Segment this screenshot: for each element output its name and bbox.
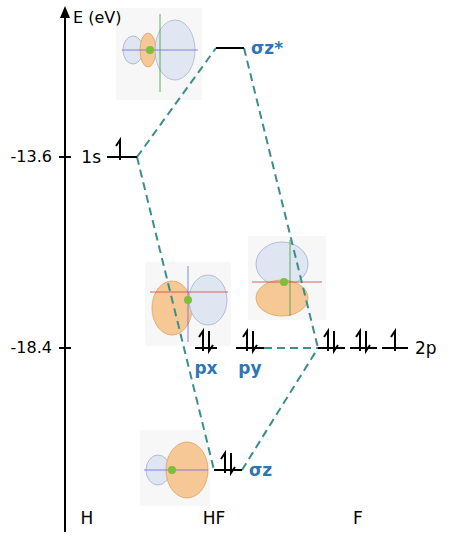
correlation-line	[244, 48, 318, 348]
level-line	[236, 326, 264, 356]
orbital-picture	[145, 262, 231, 346]
energy-level: px	[195, 326, 217, 356]
orbital-label: σz*	[251, 38, 283, 58]
orbital-picture	[116, 8, 202, 100]
electron-arrow	[366, 331, 370, 351]
energy-level: 1s	[107, 135, 137, 165]
correlation-line	[137, 157, 214, 470]
correlation-line	[137, 48, 216, 157]
orbital-picture	[140, 430, 210, 506]
electron-arrow	[221, 453, 225, 473]
orbital-label: px	[194, 358, 217, 378]
axis-arrowhead	[60, 6, 70, 18]
level-line	[318, 326, 408, 356]
electron-arrow	[391, 331, 395, 351]
axis-tick	[59, 347, 71, 349]
electron-arrow	[356, 331, 360, 351]
atom-label: F	[338, 508, 378, 528]
electron-arrow	[253, 331, 257, 351]
orbital-label: py	[238, 358, 261, 378]
tick-value: -13.6	[0, 147, 52, 167]
electron-arrow	[334, 331, 338, 351]
energy-level: 2p	[318, 326, 408, 356]
electron-arrow	[209, 331, 213, 351]
molecule-label: HF	[189, 508, 239, 528]
energy-axis	[64, 16, 66, 532]
level-line	[216, 26, 244, 56]
level-line	[107, 135, 137, 165]
electron-arrow	[231, 453, 235, 473]
energy-level: py	[236, 326, 264, 356]
orbital-picture	[248, 236, 326, 320]
orbital-label: 1s	[81, 147, 101, 167]
electron-arrow	[199, 331, 203, 351]
axis-tick	[59, 156, 71, 158]
orbital-label: σz	[249, 460, 272, 480]
axis-title: E (eV)	[73, 8, 121, 28]
level-line	[195, 326, 217, 356]
electron-arrow	[116, 140, 120, 160]
energy-level: σz	[214, 448, 242, 478]
electron-arrow	[243, 331, 247, 351]
orbital-label: 2p	[415, 338, 437, 358]
energy-level: σz*	[216, 26, 244, 56]
tick-value: -18.4	[0, 338, 52, 358]
level-line	[214, 448, 242, 478]
correlation-line	[264, 347, 318, 349]
atom-label: H	[67, 508, 107, 528]
electron-arrow	[324, 331, 328, 351]
